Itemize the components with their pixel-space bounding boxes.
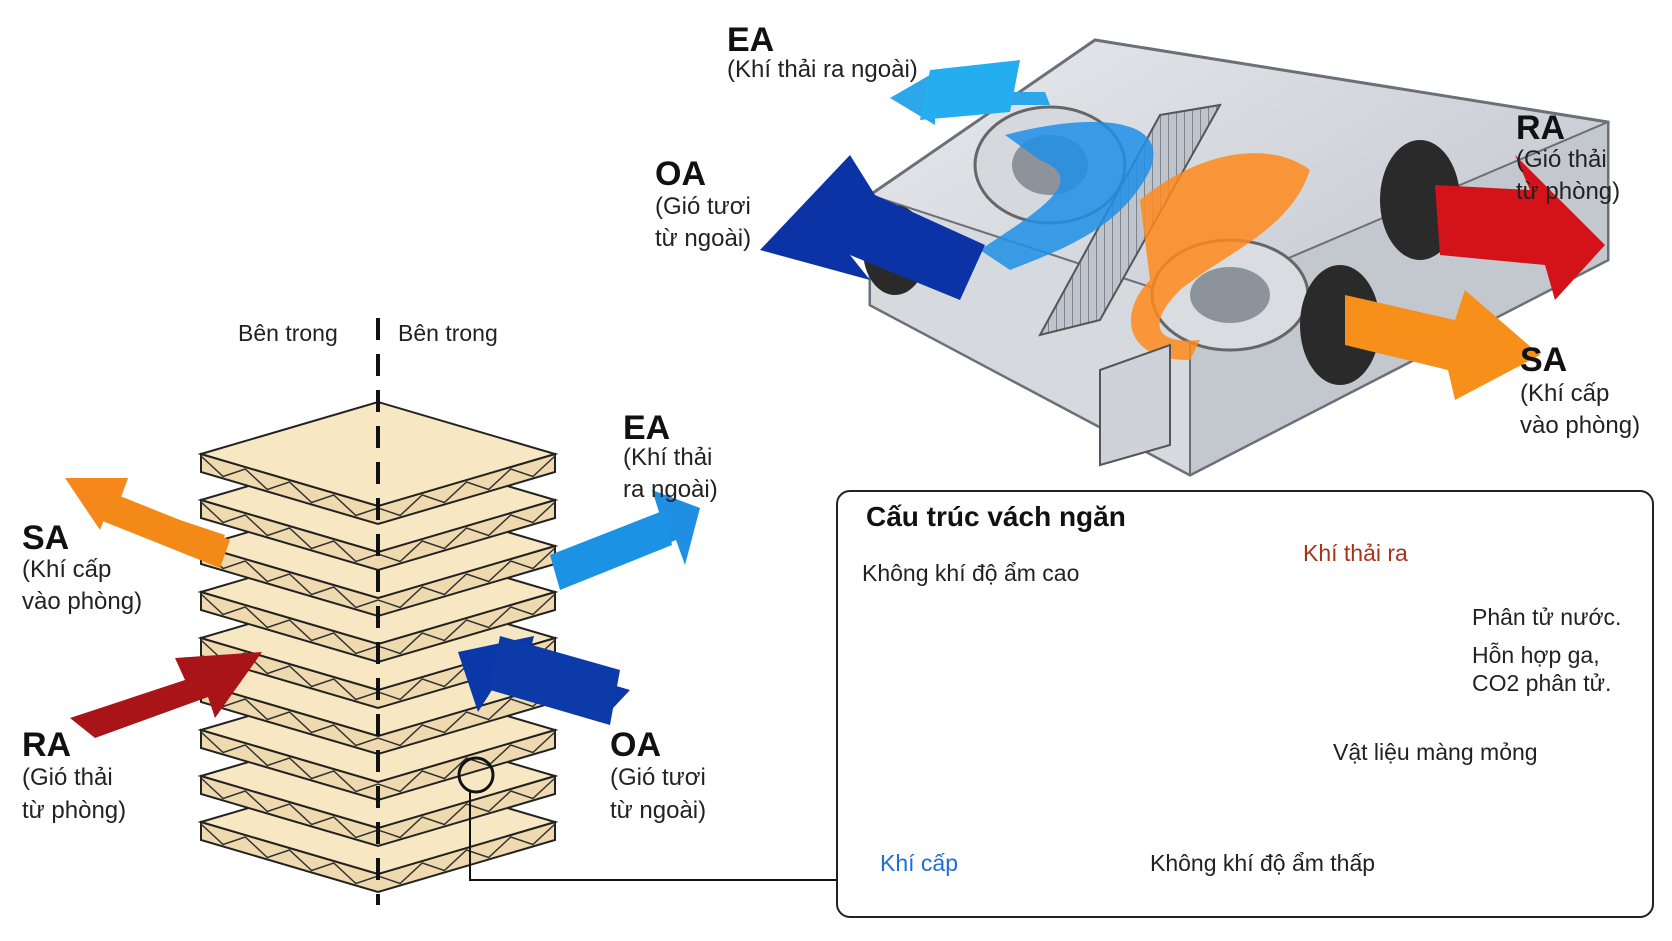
core-layer-plate — [197, 400, 559, 508]
unit-oa-desc-1: (Gió tươi — [655, 193, 751, 220]
inside-right-label: Bên trong — [398, 320, 498, 346]
detail-title: Cấu trúc vách ngăn — [866, 501, 1126, 532]
unit-sa-desc-1: (Khí cấp — [1520, 380, 1610, 407]
unit-oa-arrow — [760, 155, 985, 300]
unit-sa-arrow — [1345, 290, 1540, 400]
core-corrugation — [200, 685, 556, 747]
core-corrugation — [200, 547, 556, 609]
core-ea-code: EA — [623, 409, 671, 447]
magnifier-circle — [457, 756, 495, 794]
core-sa-arrow-body — [100, 492, 230, 568]
core-sa-code: SA — [22, 519, 70, 557]
unit-ra-desc-2: từ phòng) — [1516, 178, 1621, 205]
core-ea-desc-1: (Khí thải — [623, 444, 713, 471]
unit-ea-code: EA — [727, 21, 775, 59]
unit-ea-arrow-head — [920, 60, 1020, 120]
unit-ra-desc-1: (Gió thải — [1516, 146, 1607, 173]
core-ea-arrow-body — [550, 510, 672, 590]
core-oa-arrow-body — [490, 636, 620, 725]
core-ra-arrow — [70, 652, 262, 738]
inside-left-label: Bên trong — [238, 320, 338, 346]
unit-oa-code: OA — [655, 155, 706, 193]
legend-gas-label-2: CO2 phân tử. — [1472, 670, 1612, 696]
magnifier-line — [469, 792, 836, 881]
core-oa-desc-2: từ ngoài) — [610, 797, 707, 824]
unit-ra-code: RA — [1516, 109, 1566, 147]
core-ra-desc-2: từ phòng) — [22, 797, 127, 824]
core-sa-desc-2: vào phòng) — [22, 588, 143, 615]
core-ra-code: RA — [22, 726, 72, 764]
exhaust-label: Khí thải ra — [1303, 540, 1408, 566]
core-ra-desc-1: (Gió thải — [22, 764, 113, 791]
supply-label: Khí cấp — [880, 850, 958, 876]
legend-water-label: Phân tử nước. — [1472, 604, 1622, 630]
core-oa-desc-1: (Gió tươi — [610, 764, 706, 791]
membrane-label: Vật liệu màng mỏng — [1333, 739, 1538, 765]
core-ea-desc-2: ra ngoài) — [623, 476, 718, 503]
unit-sa-desc-2: vào phòng) — [1520, 412, 1641, 439]
partition-detail-panel — [836, 490, 1654, 918]
legend-gas-label-1: Hỗn hợp ga, — [1472, 642, 1600, 668]
unit-sa-code: SA — [1520, 341, 1568, 379]
high-humidity-label: Không khí độ ẩm cao — [862, 560, 1080, 586]
core-corrugation — [200, 731, 556, 793]
unit-ea-desc: (Khí thải ra ngoài) — [727, 56, 918, 83]
low-humidity-label: Không khí độ ẩm thấp — [1150, 850, 1376, 876]
unit-ra-arrow — [1435, 155, 1605, 300]
unit-oa-desc-2: từ ngoài) — [655, 225, 752, 252]
core-oa-code: OA — [610, 726, 661, 764]
core-sa-desc-1: (Khí cấp — [22, 556, 112, 583]
